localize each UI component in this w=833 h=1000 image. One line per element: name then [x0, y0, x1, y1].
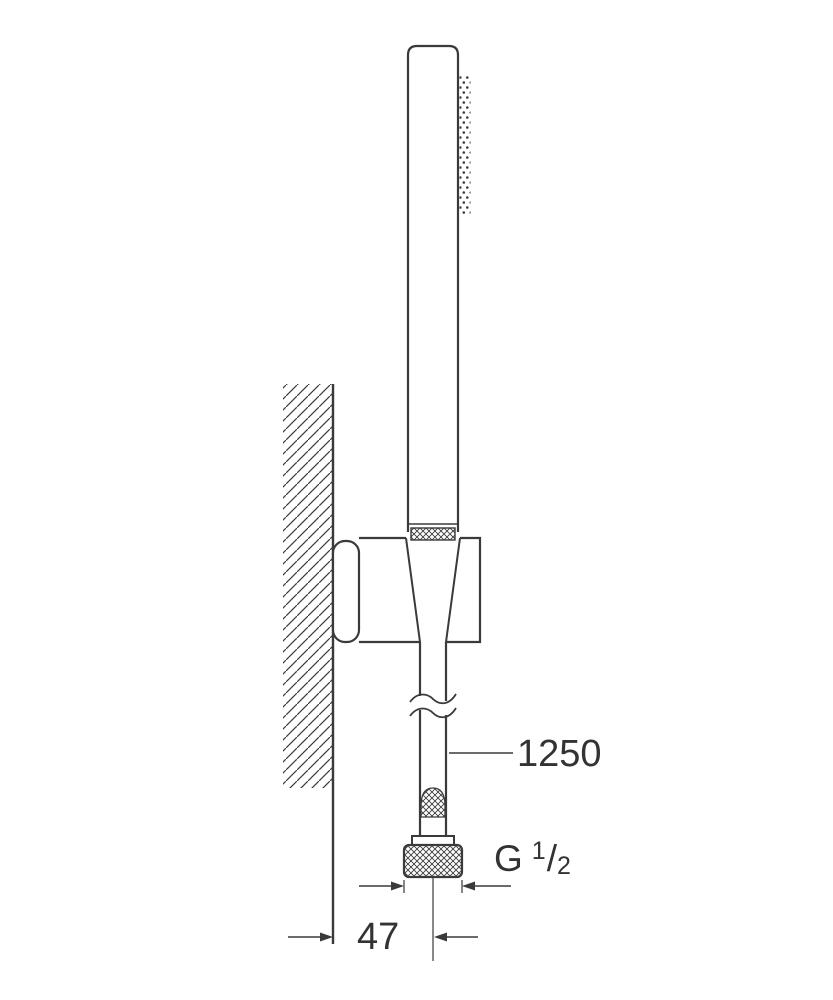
dimension-wall-offset	[288, 932, 478, 942]
hose-check-valve	[420, 787, 446, 818]
dimension-thread-size	[359, 880, 511, 893]
holder-body-outline	[359, 536, 482, 644]
hand-shower-body	[406, 44, 460, 532]
hose-break-line-lower	[409, 707, 457, 719]
thread-numerator: 1	[531, 837, 546, 865]
spray-nozzle-dots	[459, 76, 471, 215]
wall-hatching	[283, 384, 333, 788]
holder-cup-left-edge	[405, 537, 421, 643]
holder-cup-right-edge	[445, 537, 461, 643]
wall-offset-arrow-right	[434, 932, 447, 942]
dimension-label-wall-offset: 47	[357, 916, 400, 958]
hose-collar	[411, 835, 455, 846]
thread-slash: /	[546, 838, 557, 879]
hand-shower	[406, 44, 471, 541]
wall-holder	[331, 536, 482, 644]
thread-arrow-right	[462, 881, 475, 891]
dimension-label-hose-length: 1250	[517, 733, 602, 775]
hose-break-line-upper	[409, 693, 457, 705]
holder-wall-flange	[331, 539, 361, 644]
thread-prefix: G	[494, 838, 523, 879]
connection-nut	[402, 843, 464, 879]
wall	[283, 384, 335, 944]
hose	[409, 642, 457, 836]
hose-connection	[402, 835, 464, 961]
swivel-joint	[410, 527, 456, 541]
wall-offset-arrow-left	[320, 932, 333, 942]
thread-arrow-left	[391, 881, 404, 891]
thread-denominator: 2	[556, 852, 571, 880]
